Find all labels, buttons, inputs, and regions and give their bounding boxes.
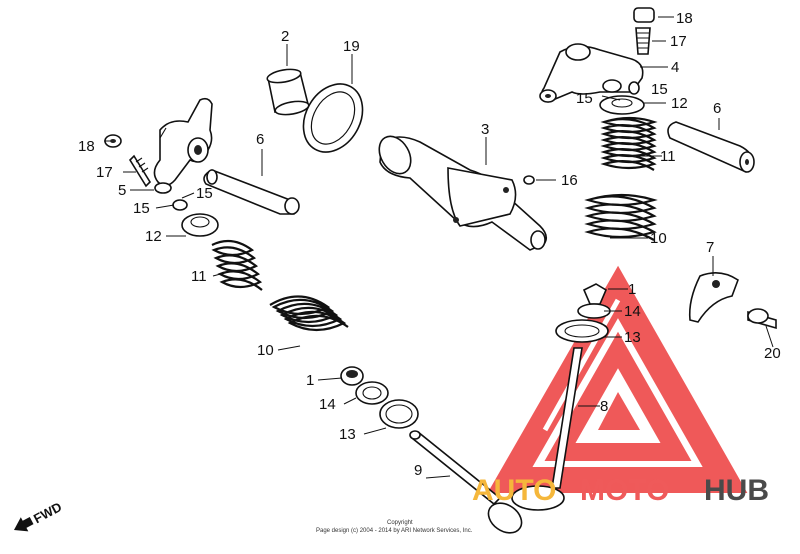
valve-spring-inner-left xyxy=(211,239,263,291)
callout-17-right: 17 xyxy=(670,33,687,50)
callout-13-right: 13 xyxy=(624,329,641,346)
fwd-label: FWD xyxy=(31,499,64,526)
valve-spring-outer-left xyxy=(269,295,349,332)
oring-19 xyxy=(302,83,364,153)
copyright-title: Copyright xyxy=(387,520,413,526)
pin-16 xyxy=(523,175,535,185)
valve-cotter-left xyxy=(340,366,364,386)
stem-seal-right xyxy=(555,319,609,343)
callout-2: 2 xyxy=(281,28,289,45)
adjusting-screw-left xyxy=(128,154,152,188)
adjusting-screw-right xyxy=(635,27,651,55)
callout-19: 19 xyxy=(343,38,360,55)
callout-17-left: 17 xyxy=(96,164,113,181)
callout-12-left: 12 xyxy=(145,228,162,245)
spring-retainer-left xyxy=(181,213,219,237)
callout-6-left: 6 xyxy=(256,131,264,148)
forward-arrow-icon xyxy=(13,517,34,532)
callout-4: 4 xyxy=(671,59,679,76)
callout-11-left: 11 xyxy=(191,268,207,285)
callout-20: 20 xyxy=(764,345,781,362)
valve-right xyxy=(511,347,583,511)
callout-labels: 2 19 3 16 18 17 4 15 15 12 6 11 10 7 1 1… xyxy=(78,10,781,479)
callout-7: 7 xyxy=(706,239,714,256)
callout-9: 9 xyxy=(414,462,422,479)
callout-11-right: 11 xyxy=(660,148,676,165)
callout-1-left: 1 xyxy=(306,372,314,389)
valve-spring-inner-right xyxy=(600,116,658,171)
callout-15-right-a: 15 xyxy=(651,81,668,98)
spring-seat-left xyxy=(355,381,389,405)
callout-8: 8 xyxy=(600,398,608,415)
callout-13-left: 13 xyxy=(339,426,356,443)
callout-5: 5 xyxy=(118,182,126,199)
callout-10-left: 10 xyxy=(257,342,274,359)
valve-left xyxy=(409,430,523,534)
callout-10-right: 10 xyxy=(650,230,667,247)
callout-18-left: 18 xyxy=(78,138,95,155)
callout-15-left-a: 15 xyxy=(196,185,213,202)
bushing-2 xyxy=(266,68,310,116)
callout-3: 3 xyxy=(481,121,489,138)
watermark-logo xyxy=(487,265,748,493)
camshaft xyxy=(378,135,548,251)
watermark-moto: MOTO xyxy=(580,474,669,507)
callout-18-right: 18 xyxy=(676,10,693,27)
forward-direction-indicator: FWD xyxy=(13,499,64,532)
watermark-auto: AUTO xyxy=(472,474,556,507)
callout-15-left-b: 15 xyxy=(133,200,150,217)
rocker-shaft-right xyxy=(667,121,755,173)
watermark-text: AUTO MOTO HUB xyxy=(472,474,769,507)
watermark-hub: HUB xyxy=(704,474,769,507)
valve-cotter-right xyxy=(582,283,608,305)
callout-14-left: 14 xyxy=(319,396,336,413)
callout-15-right-b: 15 xyxy=(576,90,593,107)
spring-retainer-right xyxy=(599,95,645,115)
callout-6-right: 6 xyxy=(713,100,721,117)
rocker-shaft-left xyxy=(203,169,300,215)
stem-seal-left xyxy=(379,399,419,429)
lock-nut-right xyxy=(633,7,655,23)
guide-plate-7 xyxy=(688,272,739,323)
leader-lines xyxy=(104,16,774,479)
callout-14-right: 14 xyxy=(624,303,641,320)
rocker-arm-left xyxy=(153,97,213,187)
callout-1-right: 1 xyxy=(628,281,636,298)
callout-12-right: 12 xyxy=(671,95,688,112)
pin-set-right xyxy=(602,79,640,95)
copyright-notice: Page design (c) 2004 - 2014 by ARI Netwo… xyxy=(316,528,473,534)
callout-16: 16 xyxy=(561,172,578,189)
valve-spring-outer-right xyxy=(584,193,658,241)
bolt-20 xyxy=(747,308,777,330)
